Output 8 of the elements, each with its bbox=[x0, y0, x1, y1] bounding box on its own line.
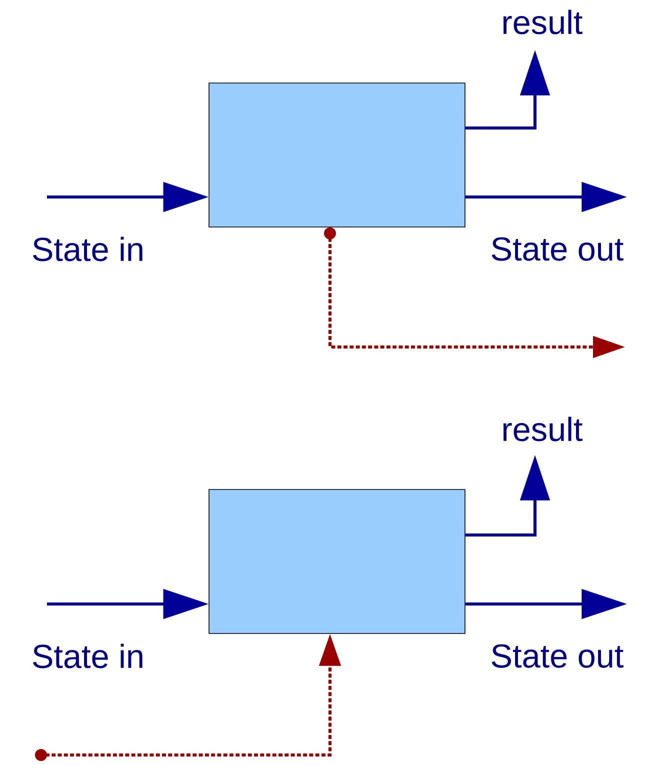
edge-label: State in bbox=[32, 644, 142, 668]
process-box bbox=[208, 82, 466, 228]
edge-label: result bbox=[503, 10, 582, 34]
edge-label: State out bbox=[492, 644, 624, 668]
process-box bbox=[208, 489, 466, 634]
edge-label: State in bbox=[32, 236, 142, 262]
edge-label: State out bbox=[492, 237, 624, 261]
edge-label: result bbox=[503, 416, 582, 442]
